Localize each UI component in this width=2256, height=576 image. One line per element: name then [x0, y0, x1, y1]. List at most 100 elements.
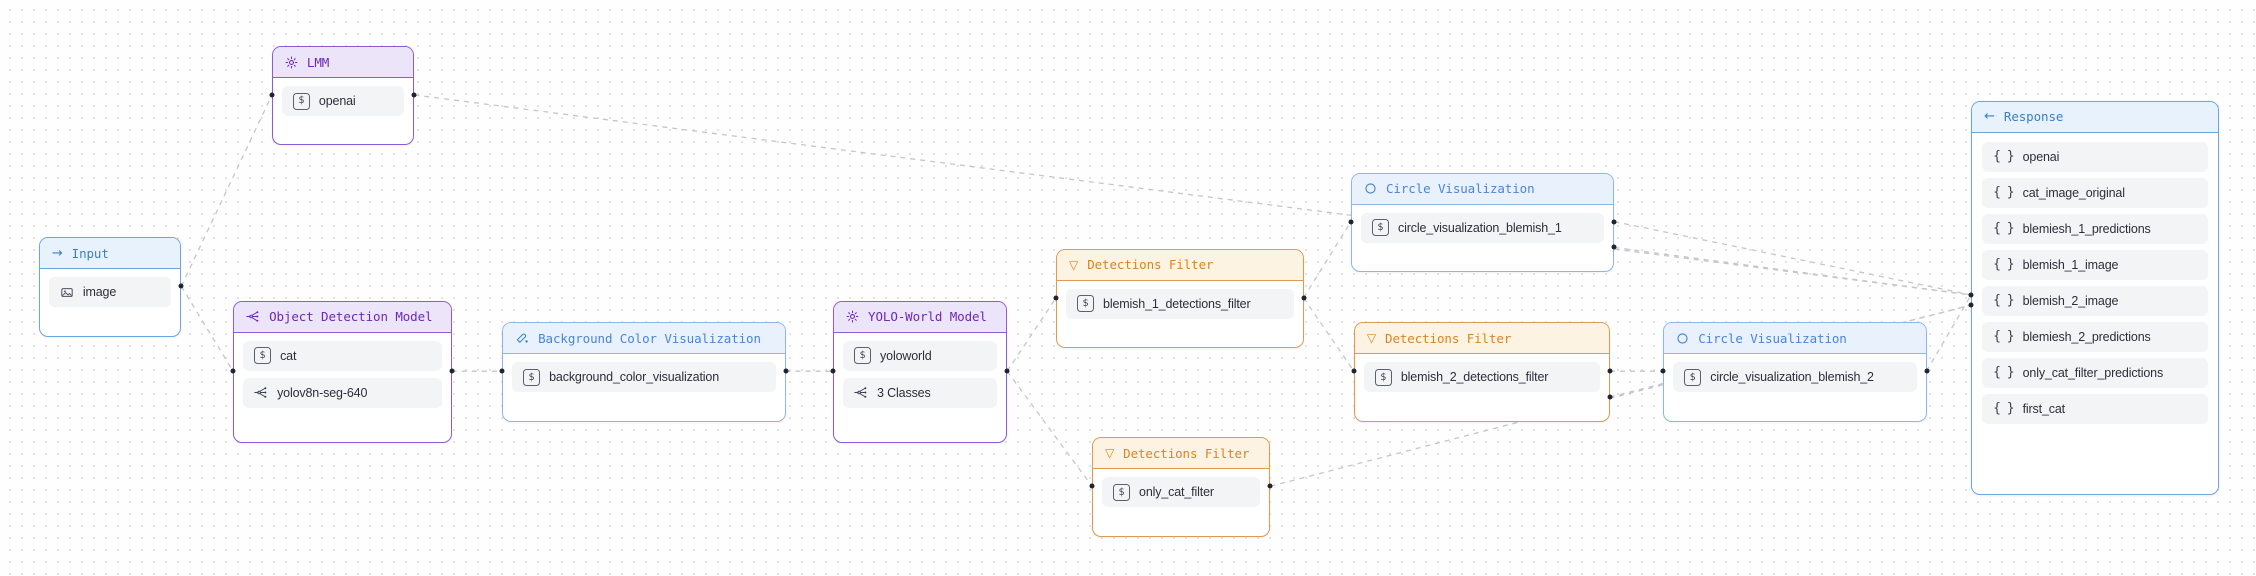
- edge-circle-visualization-blemish-1-output-to-response-input: [1614, 220, 1972, 296]
- response-output-row[interactable]: { } cat_image_original: [1982, 177, 2208, 208]
- response-output-label: cat_image_original: [2022, 185, 2125, 200]
- connection-port[interactable]: [830, 368, 836, 374]
- image-icon: [60, 286, 74, 299]
- node-property-row[interactable]: $openai: [281, 86, 405, 117]
- node-property-row[interactable]: $circle_visualization_blemish_1: [1361, 212, 1605, 243]
- node-property-label: openai: [318, 94, 356, 109]
- node-property-row[interactable]: $background_color_visualization: [512, 362, 776, 393]
- response-output-row[interactable]: { }blemiesh_1_predictions: [1982, 213, 2208, 244]
- response-panel[interactable]: ←Response{ }openai{ }cat_image_original{…: [1971, 100, 2219, 495]
- funnel-icon: ▽: [1069, 257, 1079, 272]
- connection-port[interactable]: [1267, 483, 1273, 489]
- connection-port[interactable]: [1089, 483, 1095, 489]
- node-background-color-visualization[interactable]: Background Color Visualization $backgroun…: [502, 322, 786, 422]
- node-header-circle-visualization-blemish-2[interactable]: Circle Visualization: [1664, 323, 1926, 355]
- node-property-row[interactable]: image: [48, 277, 172, 308]
- node-header-lmm[interactable]: LMM: [272, 47, 414, 79]
- connection-port[interactable]: [1004, 368, 1010, 374]
- connection-port[interactable]: [269, 92, 275, 98]
- braces-icon: { }: [1993, 293, 2015, 309]
- node-body-detections-filter-blemish-1: $blemish_1_detections_filter: [1057, 281, 1302, 328]
- response-output-label: first_cat: [2022, 401, 2066, 416]
- connection-port[interactable]: [1607, 368, 1613, 374]
- node-detections-filter-only-cat[interactable]: ▽Detections Filter $only_cat_filter: [1092, 437, 1271, 537]
- connection-port[interactable]: [411, 92, 417, 98]
- connection-port[interactable]: [499, 368, 505, 374]
- node-header-object-detection-model[interactable]: Object Detection Model: [234, 301, 451, 333]
- connection-port[interactable]: [230, 368, 236, 374]
- response-output-label: openai: [2022, 149, 2060, 164]
- dollar-badge-icon: $: [1374, 368, 1392, 386]
- connection-port[interactable]: [1968, 302, 1974, 308]
- connection-port[interactable]: [1301, 295, 1307, 301]
- model-graph-icon: [254, 386, 268, 399]
- node-property-row[interactable]: $yoloworld: [843, 340, 998, 371]
- model-graph-icon: [246, 310, 260, 323]
- response-output-row[interactable]: { }only_cat_filter_predictions: [1982, 357, 2208, 388]
- arrow-right-icon: →: [51, 245, 63, 261]
- node-property-label: background_color_visualization: [549, 370, 720, 385]
- model-graph-icon: [854, 386, 868, 399]
- edge-yolo-world-model-output-to-detections-filter-only-cat-input: [1006, 370, 1093, 487]
- connection-port[interactable]: [449, 368, 455, 374]
- connection-port[interactable]: [1607, 394, 1613, 400]
- response-output-row[interactable]: { }blemish_2_image: [1982, 285, 2208, 316]
- node-body-yolo-world-model: $yoloworld 3 Classes: [834, 333, 1006, 417]
- connection-port[interactable]: [1924, 368, 1930, 374]
- node-lmm[interactable]: LMM $openai: [271, 46, 415, 146]
- dollar-badge-icon: $: [854, 347, 872, 365]
- node-property-row[interactable]: 3 Classes: [843, 377, 998, 408]
- connection-port[interactable]: [1053, 295, 1059, 301]
- node-circle-visualization-blemish-2[interactable]: Circle Visualization $circle_visualizatio…: [1663, 322, 1927, 422]
- connection-port[interactable]: [1611, 244, 1617, 250]
- connection-port[interactable]: [1611, 219, 1617, 225]
- node-property-row[interactable]: $only_cat_filter: [1102, 477, 1261, 508]
- node-title: LMM: [306, 54, 330, 70]
- braces-icon: { }: [1993, 149, 2015, 165]
- node-header-yolo-world-model[interactable]: YOLO-World Model: [834, 301, 1007, 333]
- node-header-detections-filter-only-cat[interactable]: ▽Detections Filter: [1093, 438, 1270, 470]
- node-property-label: image: [82, 285, 117, 300]
- node-property-label: blemish_1_detections_filter: [1103, 296, 1251, 311]
- node-property-row[interactable]: $blemish_1_detections_filter: [1066, 288, 1294, 319]
- edge-detections-filter-blemish-1-output-to-circle-visualization-blemish-1-input: [1302, 221, 1352, 299]
- node-property-row[interactable]: $circle_visualization_blemish_2: [1673, 362, 1917, 393]
- response-output-row[interactable]: { } openai: [1982, 141, 2208, 172]
- node-title: Detections Filter: [1087, 257, 1214, 273]
- braces-icon: { }: [1993, 185, 2015, 201]
- edge-circle-visualization-blemish-2-output-to-response-input: [1925, 294, 1972, 372]
- response-output-label: blemiesh_2_predictions: [2022, 329, 2151, 344]
- edge-input-output-to-object-detection-model-input: [180, 285, 234, 372]
- node-property-row[interactable]: yolov8n-seg-640: [243, 377, 442, 408]
- connection-port[interactable]: [1351, 368, 1357, 374]
- node-property-row[interactable]: $blemish_2_detections_filter: [1363, 362, 1600, 393]
- paint-icon: [515, 332, 529, 345]
- connection-port[interactable]: [1968, 292, 1974, 298]
- node-input[interactable]: → Input image: [38, 237, 182, 337]
- node-header-input[interactable]: → Input: [39, 238, 181, 270]
- node-property-label: circle_visualization_blemish_1: [1398, 220, 1562, 235]
- node-title: Input: [71, 245, 109, 261]
- connection-port[interactable]: [783, 368, 789, 374]
- connection-port[interactable]: [178, 283, 184, 289]
- response-output-label: only_cat_filter_predictions: [2022, 365, 2164, 380]
- response-output-row[interactable]: { } blemiesh_2_predictions: [1982, 321, 2208, 352]
- node-detections-filter-blemish-1[interactable]: ▽ Detections Filter $blemish_1_detections_…: [1056, 248, 1304, 349]
- node-yolo-world-model[interactable]: YOLO-World Model $yoloworld 3 Classes: [833, 300, 1008, 444]
- connection-port[interactable]: [1348, 219, 1354, 225]
- response-output-row[interactable]: { }blemish_1_image: [1982, 249, 2208, 280]
- node-object-detection-model[interactable]: Object Detection Model $cat yolov8n-seg-64…: [233, 300, 452, 444]
- node-title: YOLO-World Model: [868, 309, 987, 325]
- node-header-detections-filter-blemish-2[interactable]: ▽Detections Filter: [1354, 323, 1609, 355]
- response-output-row[interactable]: { }first_cat: [1982, 393, 2208, 424]
- node-header-detections-filter-blemish-1[interactable]: ▽ Detections Filter: [1057, 249, 1303, 281]
- node-detections-filter-blemish-2[interactable]: ▽Detections Filter $blemish_2_detections_…: [1353, 322, 1610, 422]
- node-circle-visualization-blemish-1[interactable]: Circle Visualization $circle_visualizatio…: [1351, 172, 1615, 272]
- connection-port[interactable]: [1660, 368, 1666, 374]
- node-header-background-color-visualization[interactable]: Background Color Visualization: [503, 323, 785, 355]
- node-property-row[interactable]: $cat: [243, 340, 442, 371]
- response-panel-header[interactable]: ←Response: [1972, 101, 2218, 133]
- braces-icon: { }: [1993, 329, 2015, 345]
- node-header-circle-visualization-blemish-1[interactable]: Circle Visualization: [1352, 173, 1614, 205]
